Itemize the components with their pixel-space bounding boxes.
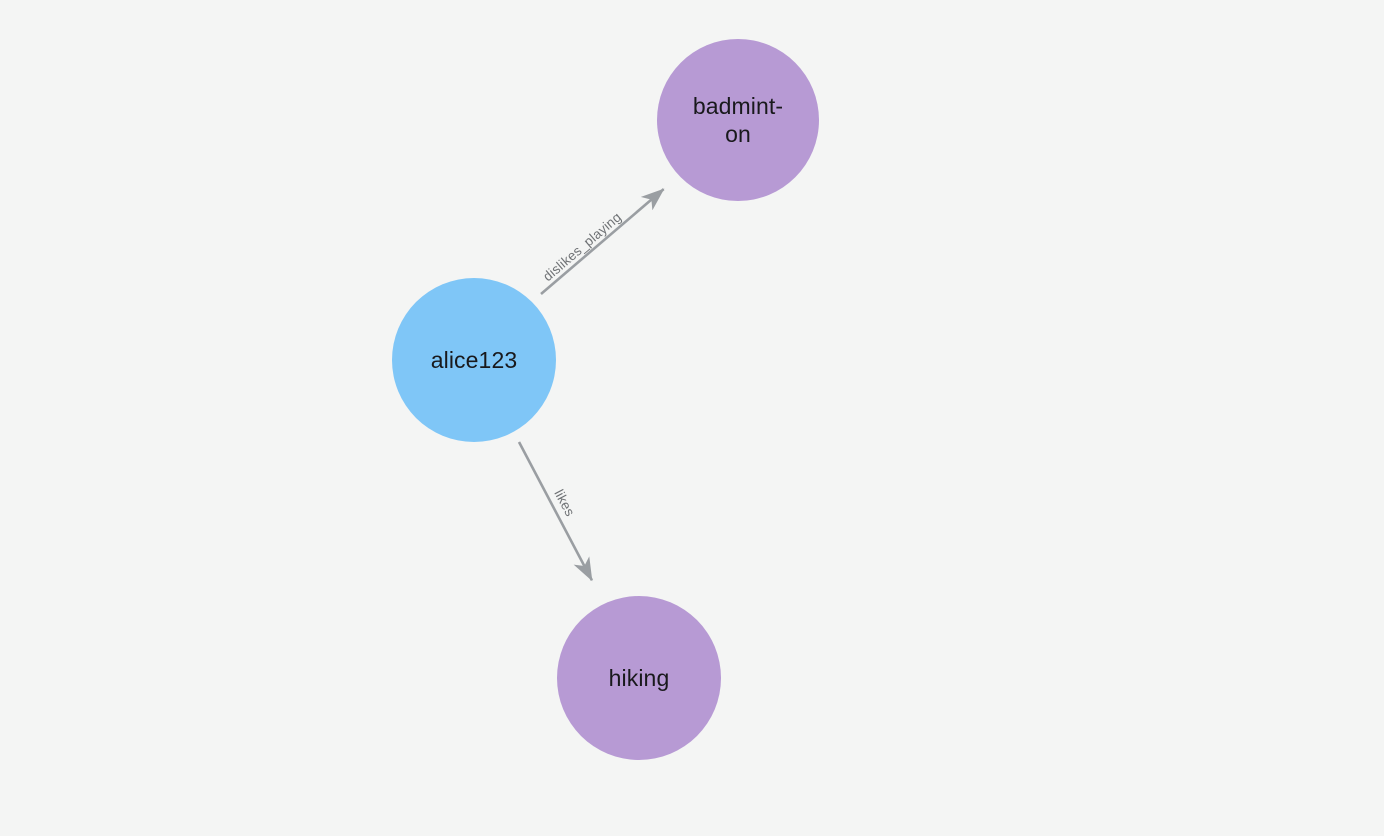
graph-node-hiking[interactable]: hiking [557, 596, 721, 760]
graph-node-badminton[interactable]: badmint- on [657, 39, 819, 201]
graph-node-label: hiking [608, 665, 670, 691]
graph-node-alice123[interactable]: alice123 [392, 278, 556, 442]
edge-line-dislikes-playing[interactable] [540, 188, 665, 295]
graph-node-label: badmint- on [692, 93, 784, 147]
edge-line-likes[interactable] [517, 441, 594, 582]
graph-node-label: alice123 [430, 347, 518, 373]
